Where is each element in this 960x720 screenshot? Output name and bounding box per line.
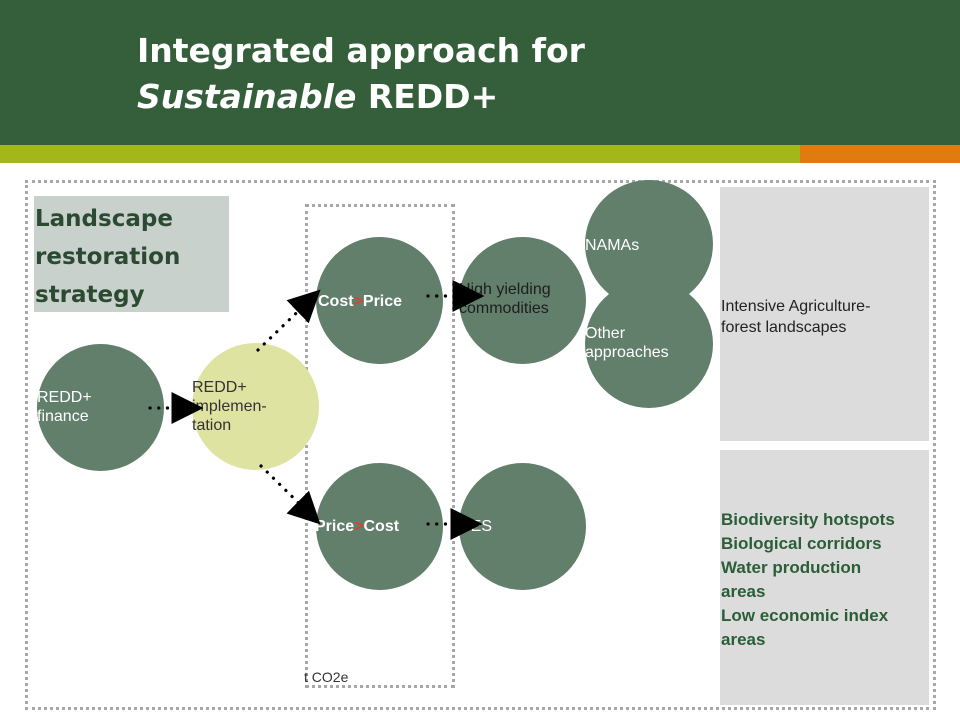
greater-sign: > (354, 518, 364, 535)
greater-sign: > (353, 293, 363, 310)
price-text: Price (362, 293, 403, 310)
price-cost-label: Price>Cost (315, 517, 399, 536)
intensive-label: Intensive Agriculture- forest landscapes (721, 298, 871, 336)
redd-finance-node (37, 344, 164, 471)
biodiversity-item: Low economic index areas (721, 606, 889, 649)
other-approaches-label: Other approaches (585, 325, 669, 361)
namas-label: NAMAs (585, 237, 640, 254)
cost-price-label: Cost>Price (318, 292, 402, 311)
accent-bar-green (0, 145, 800, 163)
cost-text: Cost (318, 293, 354, 310)
other-approaches-node (585, 280, 713, 408)
biodiversity-item: Biodiversity hotspots (721, 510, 895, 529)
price-cost-node (316, 463, 443, 590)
redd-finance-label: REDD+ finance (37, 389, 92, 425)
biodiversity-item: Biological corridors (721, 534, 882, 553)
strategy-label: Landscape restoration strategy (35, 206, 181, 308)
title-italic: Sustainable (137, 77, 357, 116)
title-line-1: Integrated approach for (137, 31, 585, 70)
accent-bar-orange (800, 145, 960, 163)
strategy-box (34, 196, 229, 312)
biodiversity-box (720, 450, 929, 705)
biodiversity-list: Biodiversity hotspots Biological corrido… (721, 508, 926, 652)
redd-implementation-node (192, 343, 319, 470)
header-banner (0, 0, 960, 145)
high-yielding-label: High yielding commodities (459, 281, 551, 317)
cost-text: Cost (363, 518, 400, 535)
biodiversity-item: Water production areas (721, 558, 862, 601)
cost-price-node (316, 237, 443, 364)
redd-implementation-label: REDD+ implemen- tation (192, 379, 267, 434)
unit-label: t CO2e (304, 669, 349, 685)
price-text: Price (315, 518, 355, 535)
diagram-frame (25, 180, 936, 710)
pes-label: PES (460, 518, 493, 535)
intensive-box (720, 187, 929, 441)
title-line-2: Sustainable REDD+ (137, 74, 585, 120)
title-rest: REDD+ (356, 77, 499, 116)
carbon-frame (305, 204, 455, 688)
page-title: Integrated approach for Sustainable REDD… (137, 28, 585, 120)
